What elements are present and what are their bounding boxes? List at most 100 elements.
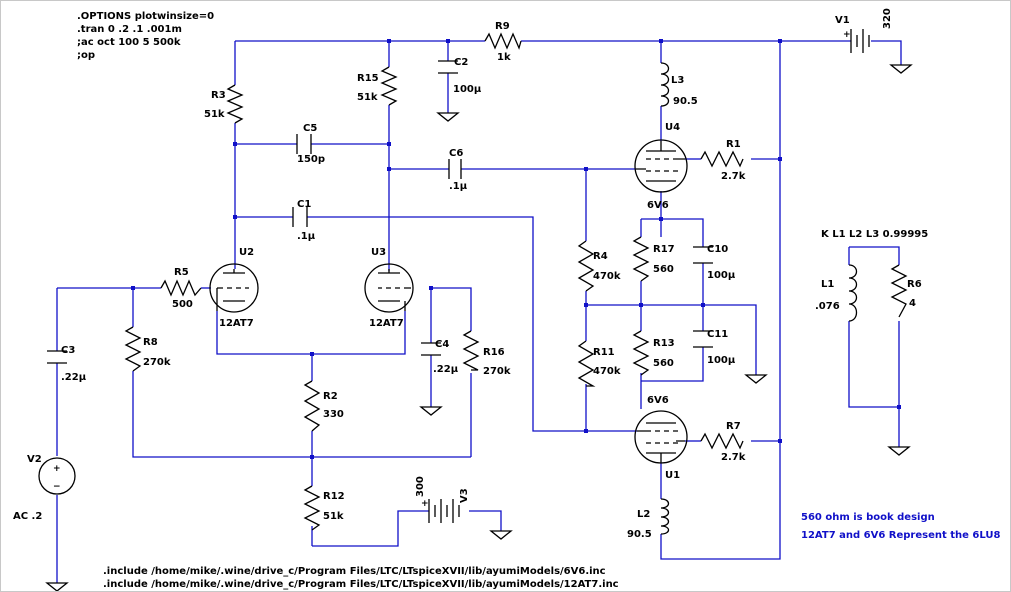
- label-r4-value: 470k: [593, 271, 621, 282]
- label-r15-name: R15: [357, 73, 379, 84]
- ground-v3: [490, 522, 512, 540]
- ac-source-v2[interactable]: + −: [38, 457, 76, 495]
- label-u4-name: U4: [665, 122, 680, 133]
- label-r4-name: R4: [593, 251, 608, 262]
- label-l1-name: L1: [821, 279, 834, 290]
- spice-directives: .OPTIONS plotwinsize=0 .tran 0 .2 .1 .00…: [77, 11, 214, 61]
- label-c6-name: C6: [449, 148, 463, 159]
- capacitor-c6[interactable]: [448, 159, 462, 179]
- label-u2-value: 12AT7: [219, 318, 254, 329]
- note-6lu8: 12AT7 and 6V6 Represent the 6LU8: [801, 530, 1001, 541]
- label-l2-value: 90.5: [627, 529, 652, 540]
- label-r8-name: R8: [143, 337, 158, 348]
- directive-ac: ;ac oct 100 5 500k: [77, 37, 181, 48]
- ground-v1: [890, 56, 912, 74]
- svg-text:+: +: [53, 464, 61, 474]
- capacitor-c5[interactable]: [296, 134, 312, 154]
- ground-c2: [437, 104, 459, 122]
- label-u2-name: U2: [239, 247, 254, 258]
- ground-output: [888, 438, 910, 456]
- directive-options: .OPTIONS plotwinsize=0: [77, 11, 214, 22]
- label-r2-value: 330: [323, 409, 344, 420]
- label-r3-value: 51k: [204, 109, 225, 120]
- junctions: [131, 39, 901, 459]
- label-r11-value: 470k: [593, 366, 621, 377]
- label-v2-value: AC .2: [13, 511, 42, 522]
- label-v1-value: 320: [882, 8, 893, 29]
- tube-u2[interactable]: [209, 263, 259, 313]
- resistor-r8[interactable]: [124, 326, 142, 372]
- resistor-r12[interactable]: [303, 485, 321, 531]
- label-r13-value: 560: [653, 358, 674, 369]
- label-r9-name: R9: [495, 21, 510, 32]
- tube-u1[interactable]: [634, 410, 688, 464]
- label-r7-value: 2.7k: [721, 452, 746, 463]
- include-12at7: .include /home/mike/.wine/drive_c/Progra…: [103, 579, 619, 590]
- label-r17-name: R17: [653, 244, 675, 255]
- voltage-source-v1[interactable]: +: [843, 29, 870, 53]
- label-r16-name: R16: [483, 347, 505, 358]
- resistor-r11[interactable]: [577, 340, 596, 387]
- label-c2-name: C2: [454, 57, 468, 68]
- inductor-l3[interactable]: [660, 62, 670, 107]
- label-c11-value: 100µ: [707, 355, 736, 366]
- label-c10-name: C10: [707, 244, 728, 255]
- resistor-r1[interactable]: [700, 150, 744, 168]
- note-book-design: 560 ohm is book design: [801, 512, 935, 523]
- label-r6-name: R6: [907, 279, 922, 290]
- label-c1-name: C1: [297, 199, 311, 210]
- label-v3-value: 300: [415, 476, 426, 497]
- resistor-r16[interactable]: [462, 330, 480, 371]
- label-u1-value: 6V6: [647, 395, 669, 406]
- capacitor-c1[interactable]: [292, 207, 308, 227]
- label-c3-value: .22µ: [61, 372, 87, 383]
- label-r12-name: R12: [323, 491, 345, 502]
- capacitor-c11[interactable]: [693, 330, 713, 348]
- resistor-r2[interactable]: [303, 380, 321, 432]
- wires: [56, 40, 902, 575]
- resistor-r6[interactable]: [890, 264, 908, 318]
- label-c1-value: .1µ: [297, 231, 316, 242]
- label-u3-value: 12AT7: [369, 318, 404, 329]
- label-v3-name: V3: [459, 488, 470, 503]
- resistor-r13[interactable]: [632, 330, 650, 376]
- label-c11-name: C11: [707, 329, 728, 340]
- label-c5-value: 150p: [297, 154, 325, 165]
- capacitor-c10[interactable]: [693, 246, 713, 264]
- ground-c4: [420, 398, 442, 416]
- directive-tran: .tran 0 .2 .1 .001m: [77, 24, 182, 35]
- resistor-r7[interactable]: [700, 432, 744, 450]
- label-v1-name: V1: [835, 15, 850, 26]
- resistor-r9[interactable]: [484, 32, 522, 50]
- label-r13-name: R13: [653, 338, 675, 349]
- tube-u4[interactable]: [634, 139, 688, 193]
- label-l3-value: 90.5: [673, 96, 698, 107]
- capacitor-c3[interactable]: [47, 350, 67, 364]
- label-c6-value: .1µ: [449, 181, 468, 192]
- resistor-r3[interactable]: [226, 84, 244, 124]
- label-c5-name: C5: [303, 123, 317, 134]
- label-l1-value: .076: [815, 301, 840, 312]
- label-r3-name: R3: [211, 90, 226, 101]
- inductor-l1[interactable]: [848, 264, 858, 322]
- label-c3-name: C3: [61, 345, 75, 356]
- coupling-directive: K L1 L2 L3 0.99995: [821, 229, 928, 240]
- label-r7-name: R7: [726, 421, 741, 432]
- resistor-r17[interactable]: [632, 236, 650, 282]
- tube-u3[interactable]: [364, 263, 414, 313]
- resistor-r4[interactable]: [577, 240, 595, 292]
- label-r5-name: R5: [174, 267, 189, 278]
- svg-text:+: +: [421, 499, 429, 509]
- ground-v2: [46, 574, 68, 591]
- resistor-r15[interactable]: [380, 66, 398, 106]
- capacitor-c4[interactable]: [421, 342, 441, 356]
- label-r16-value: 270k: [483, 366, 511, 377]
- voltage-source-v3[interactable]: +: [421, 499, 460, 523]
- label-v2-name: V2: [27, 454, 42, 465]
- inductor-l2[interactable]: [660, 498, 670, 535]
- capacitor-c2[interactable]: [438, 60, 458, 74]
- label-r11-name: R11: [593, 347, 615, 358]
- resistor-r5[interactable]: [160, 279, 202, 297]
